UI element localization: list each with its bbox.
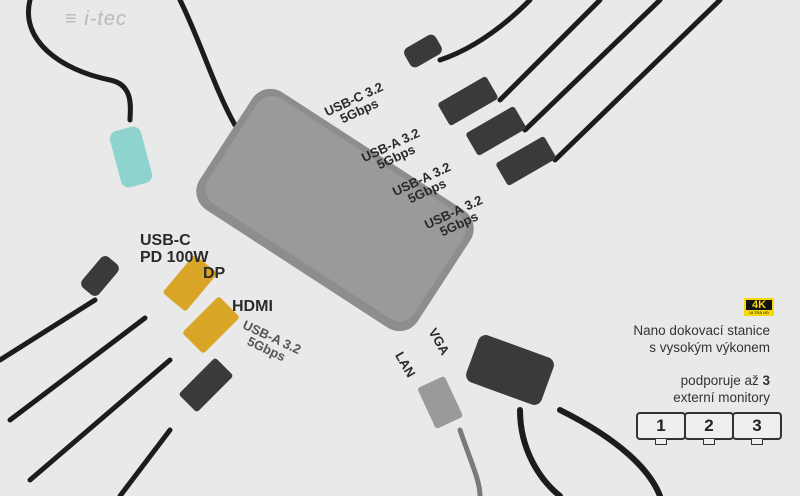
vga-connector: [466, 335, 554, 405]
label-dp: DP: [203, 265, 226, 282]
monitor-icon-2: 2: [684, 412, 734, 445]
cable-host-dock: [177, 0, 238, 128]
label-hdmi: HDMI: [232, 298, 273, 315]
lan-connector: [418, 376, 463, 429]
monitor-icon-1: 1: [636, 412, 686, 445]
usbc-host-connector: [109, 126, 153, 188]
monitor-icon-3: 3: [732, 412, 782, 445]
4k-badge: 4K ULTRA HD: [744, 298, 774, 316]
usbc-top-connector: [404, 34, 442, 68]
monitor-support-text: podporuje až 3 externí monitory: [673, 373, 770, 405]
cable-usbc-top: [437, 0, 533, 63]
cable-host: [26, 0, 133, 123]
dock-device: [196, 88, 474, 332]
brand-logo: ≡ i-tec: [65, 8, 128, 30]
usbc-pd-connector: [81, 256, 119, 296]
